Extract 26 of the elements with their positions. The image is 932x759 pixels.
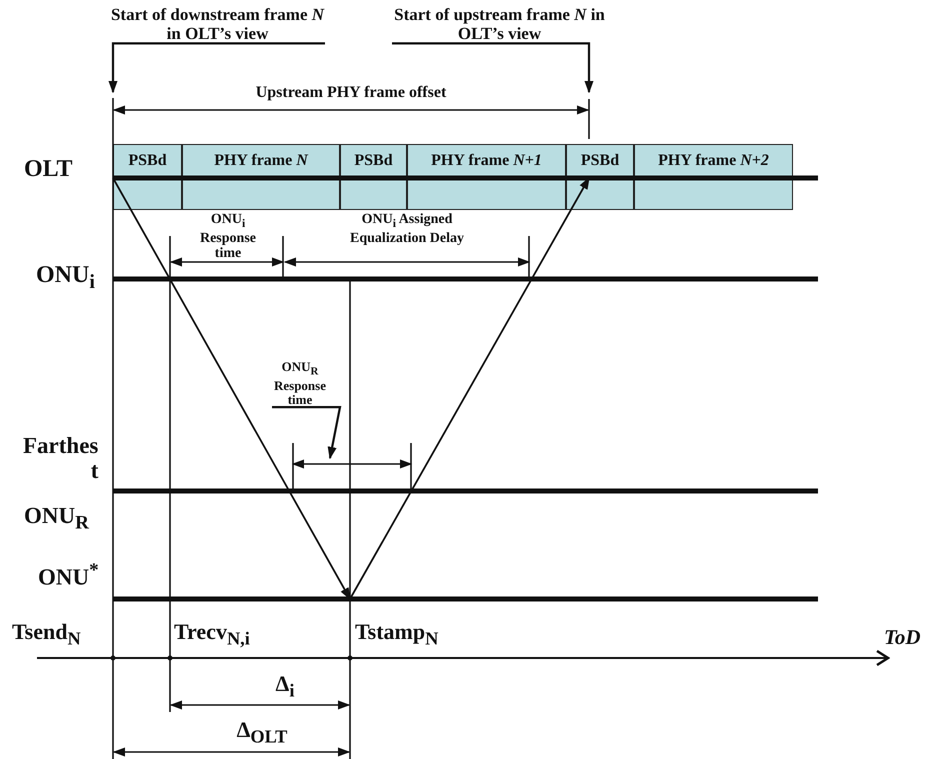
annotation-text: Start of downstream frame N in OLT’s view: [110, 6, 325, 44]
annotation-text: Start of upstream frame N in OLT’s view: [392, 6, 607, 44]
axis-label: ToD: [884, 626, 921, 650]
timeline-label: OLT: [24, 156, 72, 182]
timeline-label: Farthes t: [23, 433, 98, 484]
dimension-label: Δ$_{i}$: [274, 672, 296, 701]
frame-cell: PHY frame N+2: [634, 144, 793, 210]
leader-line: [108, 42, 325, 92]
frame-cell: PSBd: [113, 144, 182, 210]
timeline-label: ONU$_{i}$: [36, 262, 95, 293]
dimension-label: ONU$_{i}$ Assigned Equalization Delay: [349, 212, 465, 246]
frame-cell: PHY frame N: [182, 144, 340, 210]
frame-cell: PSBd: [566, 144, 634, 210]
timeline-label: ONU$_{R}$: [24, 503, 89, 534]
dimension-label: ONU$_{i}$ Response time: [198, 212, 257, 262]
annotation-text: ONU$_{R}$ Response time: [262, 360, 338, 408]
time-label: Tsend$_{N}$: [12, 620, 81, 649]
leader-line: [392, 42, 594, 92]
frame-cell: PSBd: [340, 144, 407, 210]
frame-cell: PHY frame N+1: [407, 144, 566, 210]
dimension-label: Upstream PHY frame offset: [254, 84, 448, 102]
time-label: Tstamp$_{N}$: [355, 620, 438, 649]
leader-line: [272, 406, 342, 458]
timeline-label: ONU$^{*}$: [38, 560, 99, 590]
time-label: Trecv$_{N,i}$: [174, 620, 250, 649]
dimension-label: Δ$_{OLT}$: [236, 718, 288, 747]
